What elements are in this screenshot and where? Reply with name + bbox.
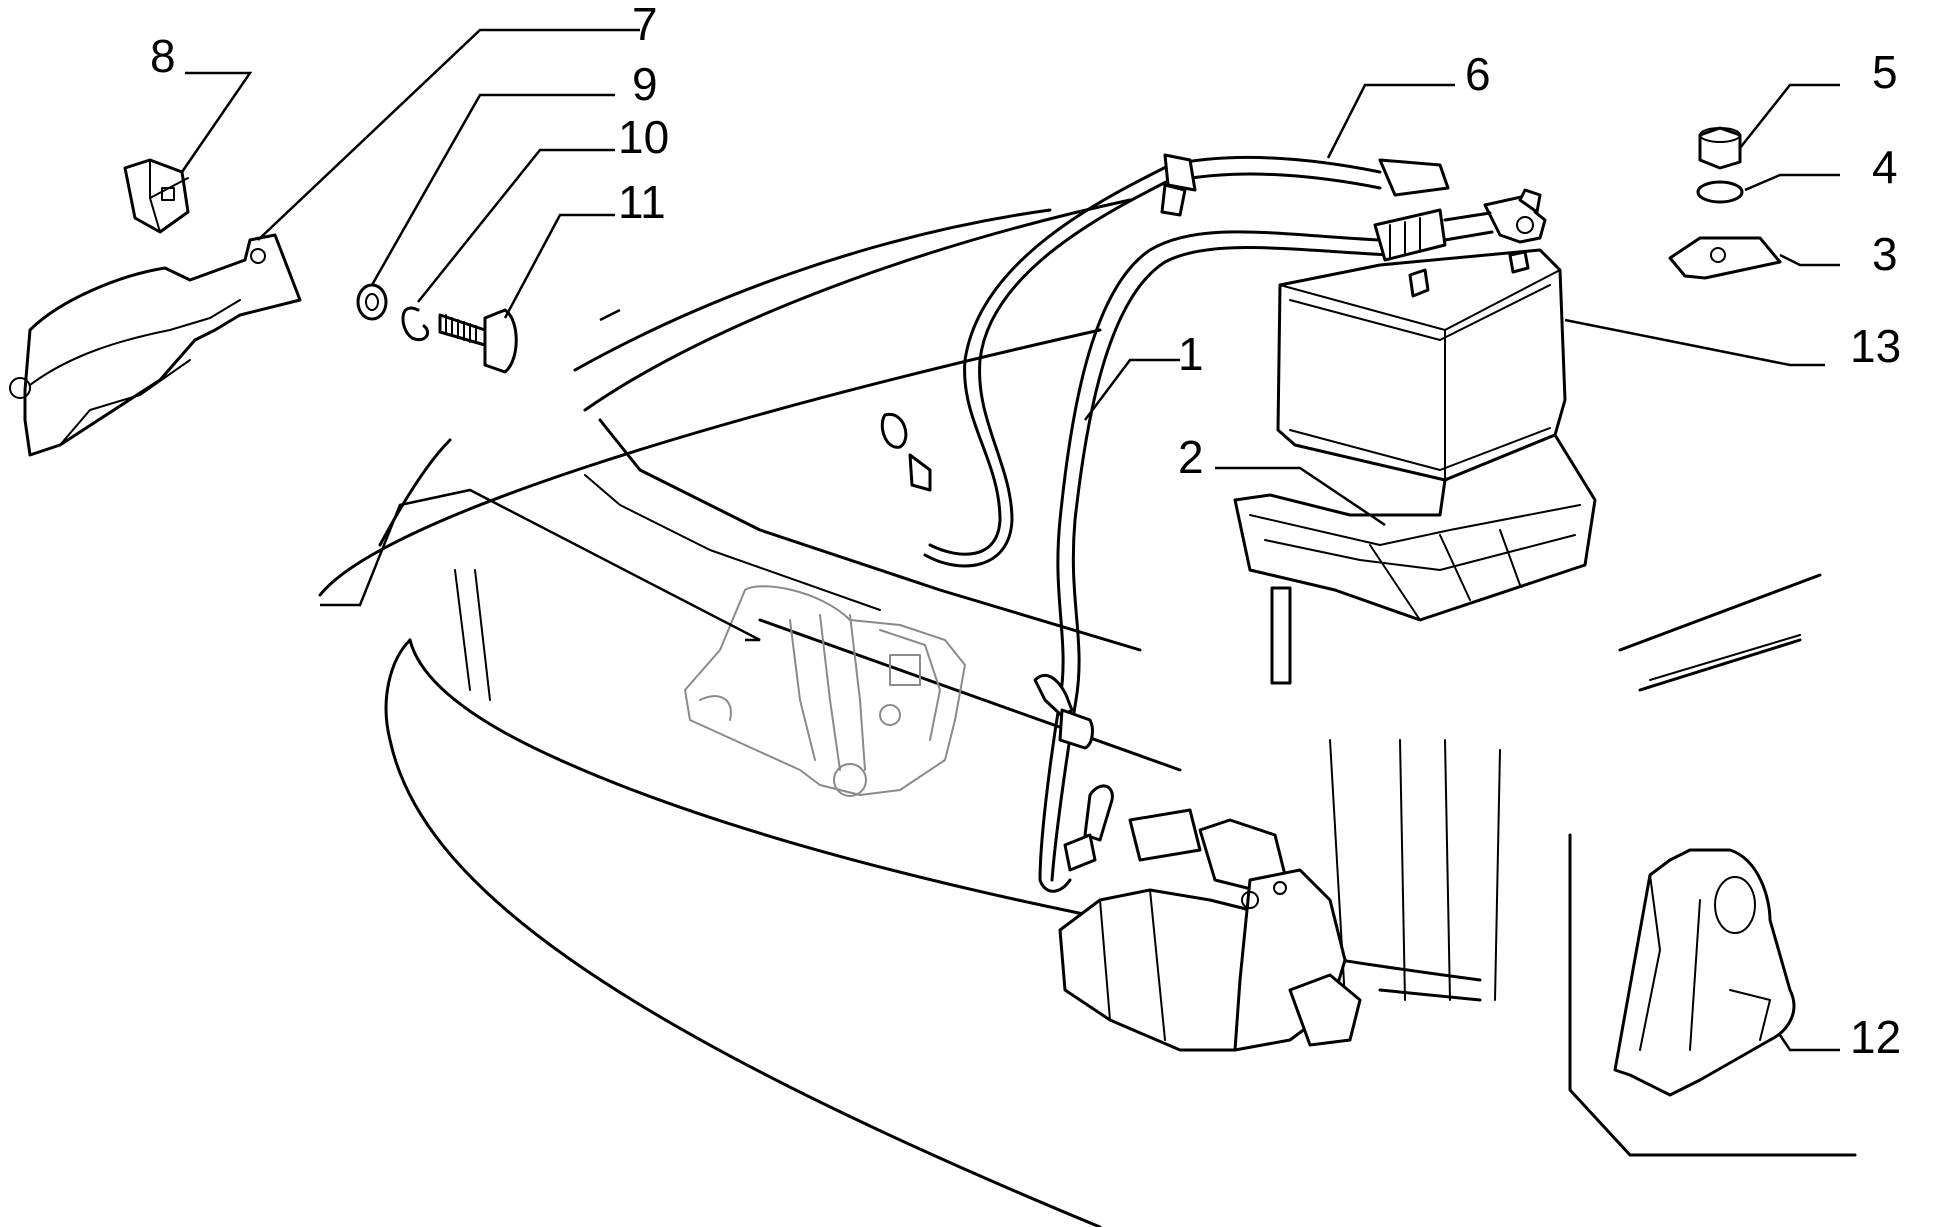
part-13-battery — [1276, 248, 1567, 482]
callout-2: 2 — [1178, 431, 1204, 483]
callout-13: 13 — [1850, 320, 1901, 372]
callout-11: 11 — [618, 176, 666, 228]
part-6-cable — [880, 153, 1450, 568]
car-body-outline — [318, 198, 1822, 1227]
callout-7: 7 — [632, 0, 658, 50]
part-4-washer — [1696, 180, 1744, 204]
callout-3: 3 — [1872, 228, 1898, 280]
callout-9: 9 — [632, 58, 658, 110]
callout-labels: 8 7 9 10 11 6 1 2 5 4 3 13 12 — [150, 0, 1901, 1063]
callout-4: 4 — [1872, 141, 1898, 193]
part-7-bracket — [9, 233, 302, 457]
part-8-clip — [123, 158, 190, 234]
callout-10: 10 — [618, 111, 669, 163]
part-9-washer — [356, 283, 388, 321]
callout-12: 12 — [1850, 1011, 1901, 1063]
part-1-cable — [1033, 188, 1547, 893]
part-2-battery-tray — [1233, 433, 1597, 685]
part-12-clip — [1568, 833, 1857, 1157]
callout-8: 8 — [150, 30, 176, 82]
starter-motor — [1058, 808, 1362, 1052]
alternator — [684, 585, 966, 797]
callout-1: 1 — [1178, 328, 1204, 380]
part-5-nut — [1698, 126, 1742, 170]
callout-6: 6 — [1465, 48, 1491, 100]
part-11-bolt — [438, 308, 518, 374]
part-10-spring-washer — [401, 306, 429, 341]
part-3-clamp — [1668, 236, 1782, 280]
callout-5: 5 — [1872, 46, 1898, 98]
leader-lines — [180, 28, 1840, 1052]
